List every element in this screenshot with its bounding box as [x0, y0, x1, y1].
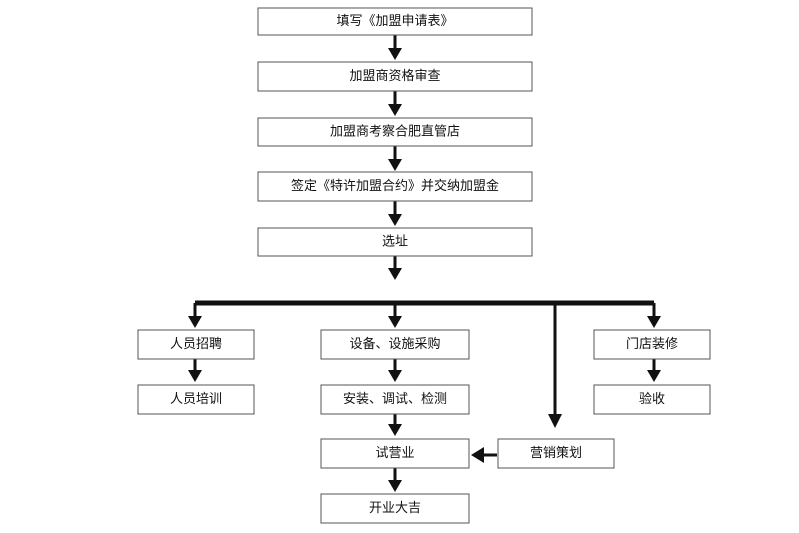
node-label: 设备、设施采购	[349, 336, 440, 352]
arrowhead-bar-to-marketing	[548, 414, 562, 428]
node-equipment-purchase: 设备、设施采购	[320, 329, 470, 360]
arrowhead-decoration-to-acceptance	[647, 370, 661, 382]
connectors	[188, 35, 661, 492]
node-site-selection: 选址	[257, 227, 533, 257]
node-label: 试营业	[375, 446, 414, 461]
node-label: 门店装修	[626, 337, 678, 352]
node-staff-training: 人员培训	[137, 384, 255, 415]
node-label: 开业大吉	[369, 501, 421, 516]
node-label: 加盟商资格审查	[349, 68, 440, 84]
arrowhead-bar-to-recruit	[188, 316, 202, 328]
node-label: 安装、调试、检测	[343, 392, 447, 407]
arrowhead-trial-to-opening	[388, 480, 402, 492]
node-sign-contract: 签定《特许加盟合约》并交纳加盟金	[257, 171, 533, 202]
node-label: 人员招聘	[170, 337, 222, 352]
arrowhead-bar-to-decoration	[647, 316, 661, 328]
node-trial-operation: 试营业	[320, 438, 470, 469]
node-label: 签定《特许加盟合约》并交纳加盟金	[291, 178, 499, 194]
arrowhead-marketing-to-trial	[471, 447, 484, 463]
node-store-decoration: 门店装修	[593, 329, 711, 360]
node-qualification-review: 加盟商资格审查	[257, 61, 533, 92]
node-staff-recruit: 人员招聘	[137, 329, 255, 360]
arrowhead-review-to-inspect	[388, 104, 402, 116]
node-install-test: 安装、调试、检测	[320, 384, 470, 415]
node-label: 验收	[639, 391, 665, 407]
arrowhead-site-down	[388, 268, 402, 280]
node-acceptance: 验收	[593, 384, 711, 415]
arrowhead-install-to-trial	[388, 424, 402, 436]
arrowhead-sign-to-site	[388, 214, 402, 226]
node-label: 选址	[382, 235, 408, 250]
arrowhead-inspect-to-sign	[388, 159, 402, 171]
node-fill-form: 填写《加盟申请表》	[257, 7, 533, 36]
node-label: 加盟商考察合肥直管店	[330, 125, 460, 140]
node-inspect-store: 加盟商考察合肥直管店	[257, 117, 533, 147]
arrowhead-bar-to-equipment	[388, 316, 402, 328]
node-grand-opening: 开业大吉	[320, 493, 470, 524]
node-marketing-plan: 营销策划	[497, 438, 615, 469]
node-label: 填写《加盟申请表》	[336, 14, 453, 29]
arrowhead-form-to-review	[388, 48, 402, 60]
arrowhead-recruit-to-training	[188, 370, 202, 382]
node-label: 营销策划	[530, 445, 582, 461]
arrowhead-equipment-to-install	[388, 370, 402, 382]
node-label: 人员培训	[170, 391, 222, 407]
